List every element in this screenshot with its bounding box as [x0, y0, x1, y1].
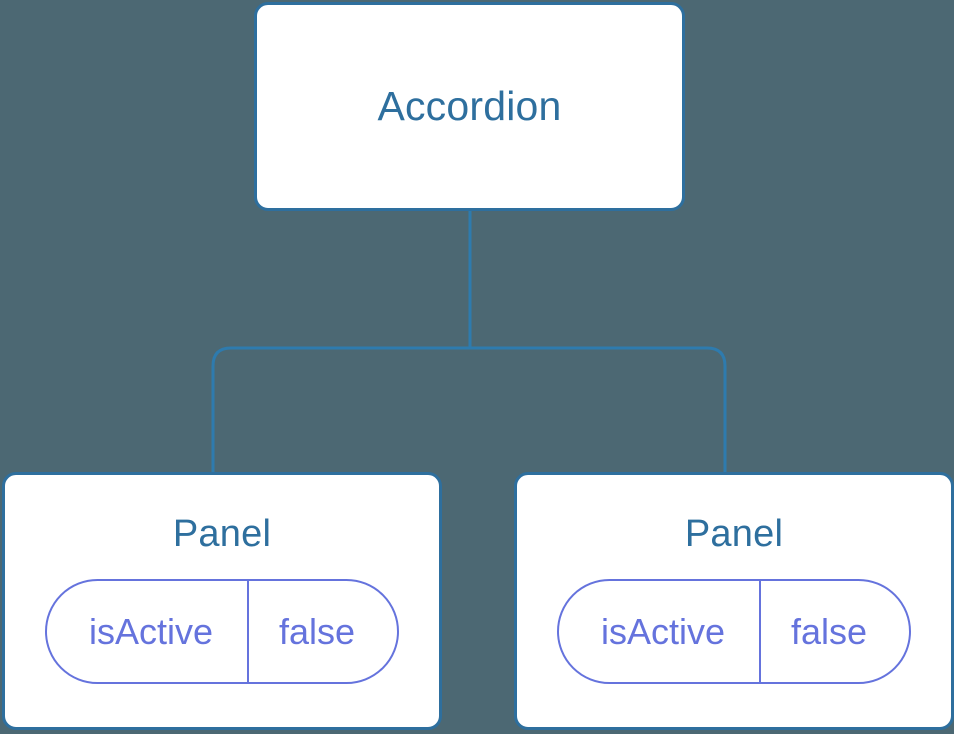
state-badge-panel-1[interactable]: isActive false: [44, 579, 400, 684]
state-badge-panel-2-value: false: [790, 610, 868, 652]
node-accordion[interactable]: Accordion: [254, 2, 685, 211]
node-panel-2[interactable]: Panel isActive false: [514, 472, 954, 730]
state-badge-panel-2[interactable]: isActive false: [556, 579, 912, 684]
state-badge-panel-1-key: isActive: [47, 581, 249, 682]
state-badge-panel-2-key: isActive: [559, 581, 761, 682]
state-badge-panel-1-value: false: [278, 610, 356, 652]
node-panel-1-label: Panel: [172, 513, 272, 555]
node-panel-2-label: Panel: [684, 513, 784, 555]
node-accordion-label: Accordion: [377, 83, 562, 129]
connector-branch-bar: [211, 346, 727, 474]
node-panel-1[interactable]: Panel isActive false: [2, 472, 442, 730]
